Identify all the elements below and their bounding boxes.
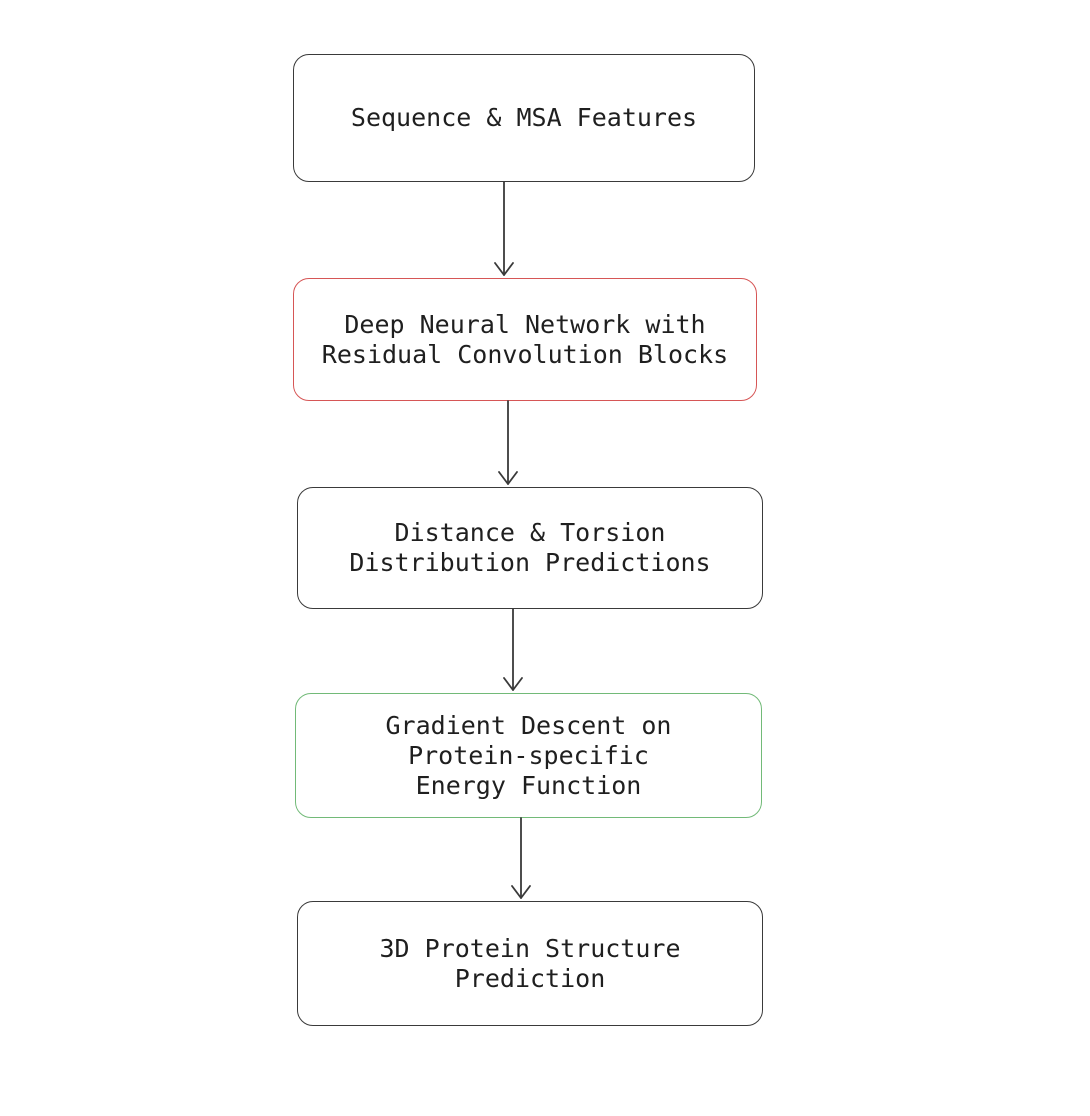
arrow-down-1 xyxy=(494,181,514,276)
flow-node-sequence-msa-features: Sequence & MSA Features xyxy=(293,54,755,182)
node-label-protein-structure-prediction: 3D Protein Structure Prediction xyxy=(379,933,681,993)
arrow-down-2 xyxy=(498,400,518,485)
node-label-distance-torsion-predictions: Distance & Torsion Distribution Predicti… xyxy=(349,518,711,577)
flow-node-deep-neural-network: Deep Neural Network with Residual Convol… xyxy=(293,278,757,401)
arrow-down-3 xyxy=(503,608,523,691)
node-label-gradient-descent-energy-function: Gradient Descent on Protein-specific Ene… xyxy=(385,710,672,800)
flow-node-gradient-descent-energy-function: Gradient Descent on Protein-specific Ene… xyxy=(295,693,762,818)
flow-node-distance-torsion-predictions: Distance & Torsion Distribution Predicti… xyxy=(297,487,763,609)
node-label-sequence-msa-features: Sequence & MSA Features xyxy=(350,103,698,132)
node-label-deep-neural-network: Deep Neural Network with Residual Convol… xyxy=(321,309,729,369)
flow-node-protein-structure-prediction: 3D Protein Structure Prediction xyxy=(297,901,763,1026)
arrow-down-4 xyxy=(511,817,531,899)
